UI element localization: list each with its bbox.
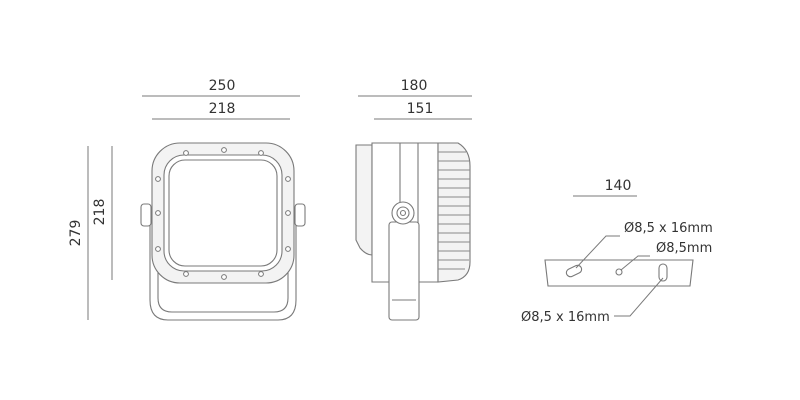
bracket-round-hole (615, 268, 623, 276)
front-view: 250 218 279 218 (68, 78, 306, 321)
screw-icon (155, 246, 161, 252)
callout-round-hole: Ø8,5mm (656, 241, 712, 256)
leader-round-hole (620, 255, 650, 271)
dim-label-front-height-outer: 279 (68, 220, 84, 247)
screw-icon (183, 271, 189, 277)
heatsink-back (437, 142, 471, 283)
dim-label-side-depth-inner: 151 (407, 101, 434, 117)
front-screws (155, 147, 291, 280)
screw-icon (258, 150, 264, 156)
pivot-knob-center (399, 209, 407, 217)
front-left-knob (140, 203, 152, 227)
bracket-view: 140 Ø8,5 x 16mm Ø8,5mm Ø8,5 x 16mm (521, 178, 713, 325)
front-yoke (149, 214, 297, 321)
screw-icon (155, 176, 161, 182)
dim-label-front-width-outer: 250 (209, 78, 236, 94)
callout-slot-bottom: Ø8,5 x 16mm (521, 310, 610, 325)
pivot-knob-icon (391, 201, 415, 225)
pivot-knob-inner (396, 206, 410, 220)
screw-icon (285, 210, 291, 216)
screw-icon (221, 274, 227, 280)
bracket-slot-left (565, 264, 583, 278)
dim-label-front-width-inner: 218 (209, 101, 236, 117)
screw-icon (155, 210, 161, 216)
side-bezel (355, 144, 373, 256)
side-heatsink (437, 142, 471, 283)
screw-icon (258, 271, 264, 277)
side-mount-arm (388, 221, 420, 321)
dim-label-bracket-length: 140 (605, 178, 632, 194)
leader-slot-bottom (614, 277, 664, 317)
bracket-slot-right (658, 263, 668, 282)
front-lens (168, 159, 278, 267)
screw-icon (285, 176, 291, 182)
dim-label-side-depth-outer: 180 (401, 78, 428, 94)
front-yoke-inner (157, 214, 289, 313)
side-view: 180 151 (355, 78, 472, 321)
front-right-knob (294, 203, 306, 227)
callout-slot-top: Ø8,5 x 16mm (624, 221, 713, 236)
screw-icon (221, 147, 227, 153)
screw-icon (183, 150, 189, 156)
screw-icon (285, 246, 291, 252)
dim-label-front-height-inner: 218 (92, 199, 108, 226)
leader-slot-top (575, 235, 620, 269)
